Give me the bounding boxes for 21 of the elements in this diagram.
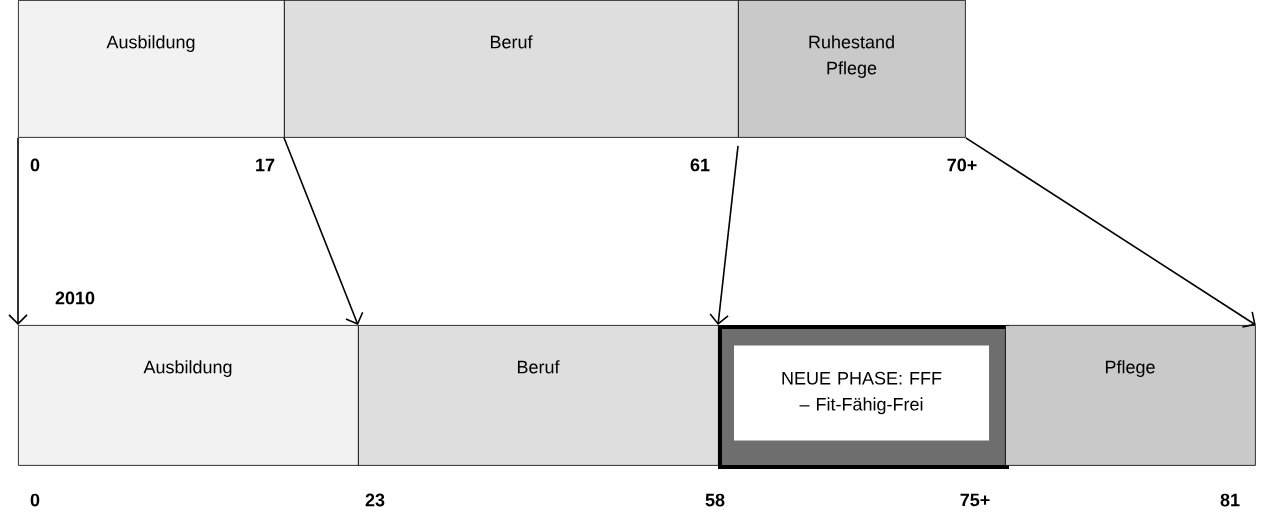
age-label: 75+ [960,493,990,507]
age-label: 58 [705,493,725,507]
arrow [283,137,364,325]
age-label: 17 [256,158,275,172]
arrow [965,137,1256,328]
phase-box: Pflege [1005,325,1256,466]
phase-box: Ruhestand Pflege [738,0,966,138]
phase-box: Beruf [284,0,739,138]
phase-box: NEUE PHASE: FFF – Fit-Fähig-Frei [718,325,1009,469]
arrow [8,137,28,325]
age-label: 2010 [55,291,95,305]
age-label: 81 [1220,493,1240,507]
arrow [709,145,739,325]
age-label: 23 [365,493,385,507]
age-label: 61 [690,158,710,172]
phase-box: Beruf [358,325,719,466]
age-label: 70+ [947,158,977,172]
age-label: 0 [30,493,40,507]
phase-box: Ausbildung [18,325,359,466]
phase-box: Ausbildung [18,0,285,138]
age-label: 0 [30,158,40,172]
